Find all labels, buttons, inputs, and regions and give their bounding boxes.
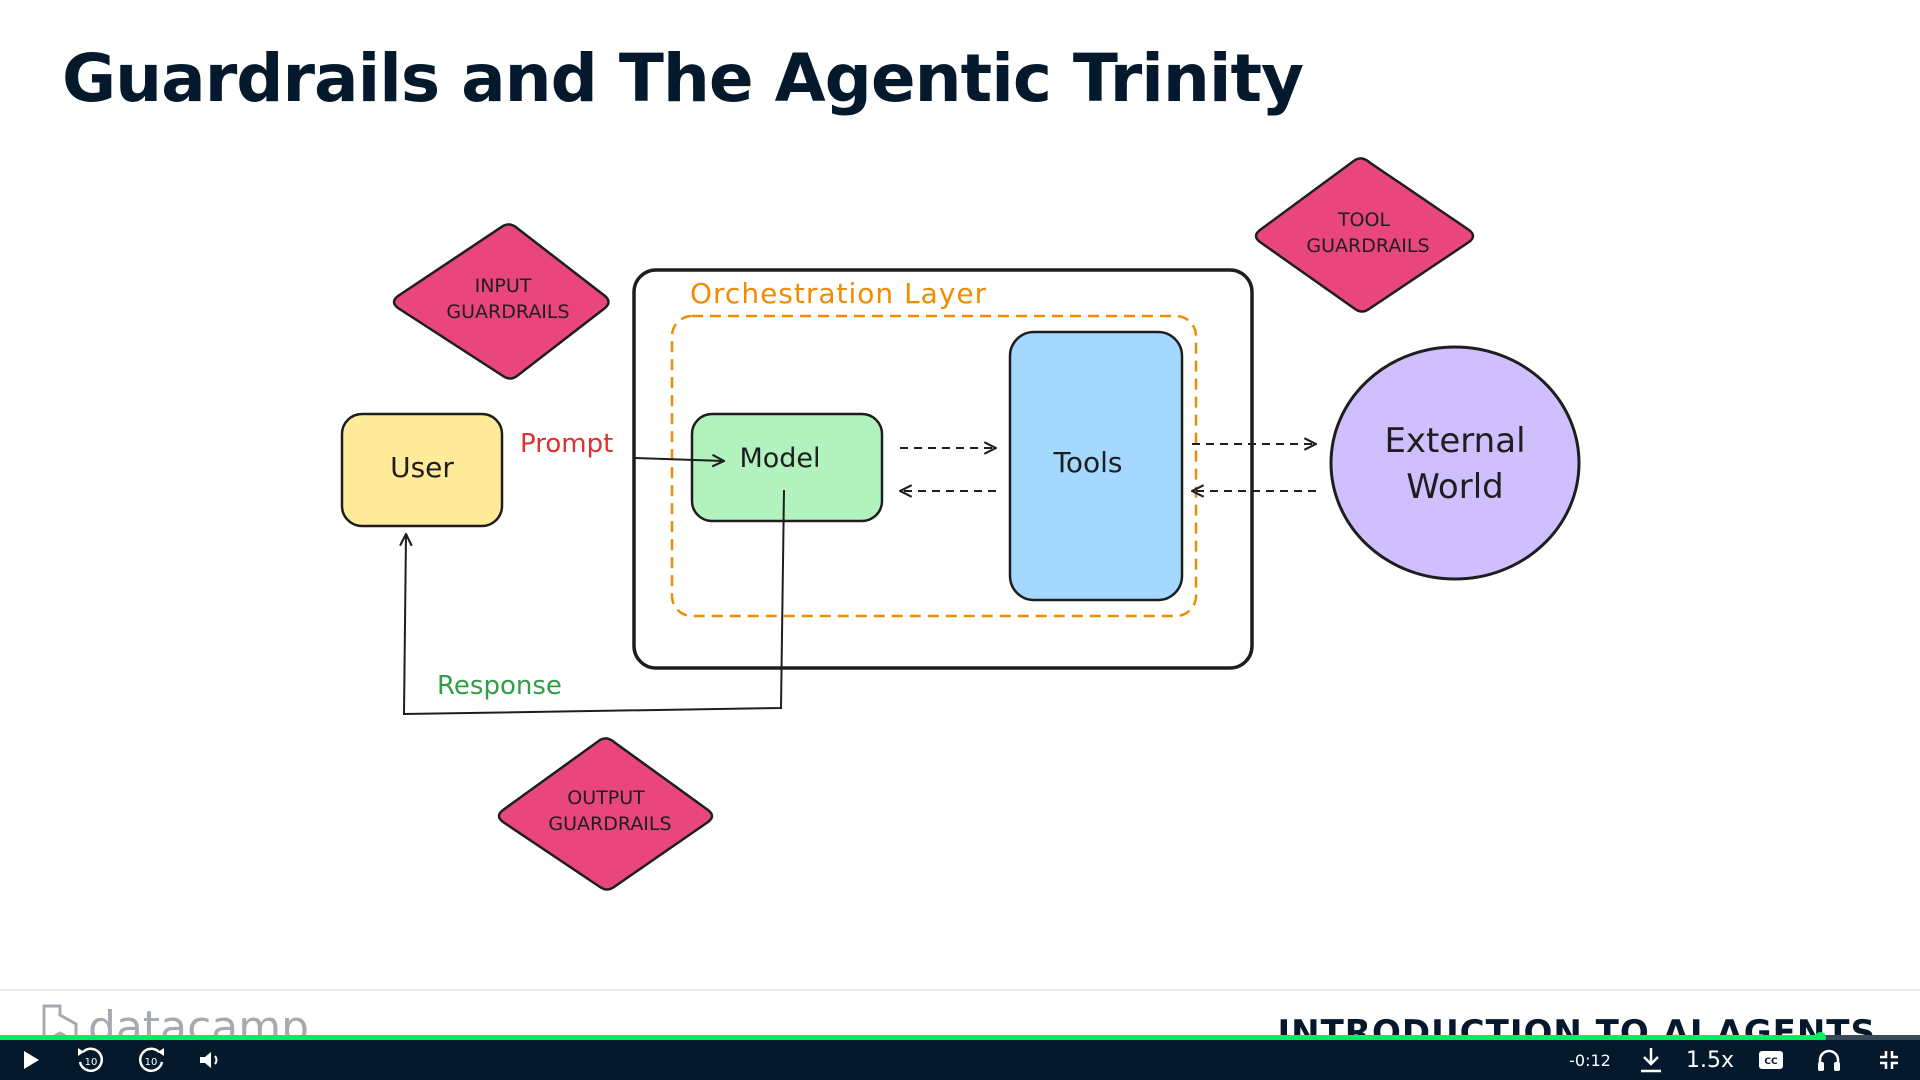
video-progress-fill	[0, 1035, 1821, 1040]
slide-title: Guardrails and The Agentic Trinity	[62, 40, 1304, 117]
audio-description-button[interactable]	[1814, 1040, 1844, 1080]
tools-label: Tools	[1053, 446, 1123, 479]
footer-divider	[0, 989, 1920, 991]
video-player-controls: 10 10 -0:12 1.5x CC	[0, 1040, 1920, 1080]
input-guardrails-line1: INPUT	[475, 275, 532, 297]
prompt-arrow	[633, 458, 724, 461]
svg-text:CC: CC	[1764, 1057, 1778, 1067]
rewind-10-icon: 10	[78, 1047, 104, 1072]
input-guardrails-diamond	[392, 223, 610, 380]
exit-fullscreen-button[interactable]	[1874, 1040, 1904, 1080]
user-node	[340, 412, 504, 528]
captions-button[interactable]: CC	[1756, 1040, 1786, 1080]
model-label: Model	[739, 443, 820, 474]
agentic-trinity-diagram: Orchestration Layer User Model Tools Ext…	[340, 157, 1581, 891]
user-label: User	[390, 451, 454, 484]
volume-icon	[200, 1052, 218, 1068]
exit-fullscreen-icon	[1880, 1051, 1898, 1069]
captions-icon: CC	[1759, 1051, 1783, 1069]
orchestration-layer-label: Orchestration Layer	[690, 277, 987, 310]
output-guardrails-line2: GUARDRAILS	[548, 813, 671, 835]
rewind-10-button[interactable]: 10	[72, 1040, 110, 1080]
playback-speed-button[interactable]: 1.5x	[1686, 1047, 1735, 1073]
forward-10-button[interactable]: 10	[132, 1040, 170, 1080]
external-world-label-line2: World	[1406, 467, 1503, 507]
svg-text:10: 10	[85, 1057, 98, 1068]
play-icon	[24, 1051, 39, 1069]
model-node	[690, 412, 884, 523]
orchestration-outer-box	[632, 268, 1254, 670]
external-world-node	[1329, 345, 1581, 581]
external-world-label-line1: External	[1384, 421, 1525, 461]
tool-guardrails-diamond	[1254, 157, 1475, 313]
play-button[interactable]	[14, 1040, 48, 1080]
orchestration-dashed-box	[670, 314, 1198, 618]
headphones-icon	[1818, 1049, 1840, 1071]
volume-button[interactable]	[196, 1040, 226, 1080]
output-guardrails-line1: OUTPUT	[567, 787, 645, 809]
download-button[interactable]	[1636, 1040, 1666, 1080]
input-guardrails-line2: GUARDRAILS	[446, 301, 569, 323]
tool-guardrails-line1: TOOL	[1337, 209, 1391, 231]
tool-guardrails-line2: GUARDRAILS	[1306, 235, 1429, 257]
prompt-label: Prompt	[520, 429, 613, 459]
output-guardrails-diamond	[497, 737, 714, 891]
time-remaining: -0:12	[1569, 1050, 1611, 1070]
video-progress-handle[interactable]	[1815, 1032, 1827, 1043]
response-label: Response	[437, 671, 562, 701]
tools-node	[1008, 330, 1184, 602]
forward-10-icon: 10	[138, 1047, 164, 1072]
download-icon	[1641, 1048, 1661, 1073]
response-arrow	[404, 489, 785, 716]
svg-text:10: 10	[145, 1057, 158, 1068]
video-progress-bar[interactable]	[0, 1035, 1920, 1040]
